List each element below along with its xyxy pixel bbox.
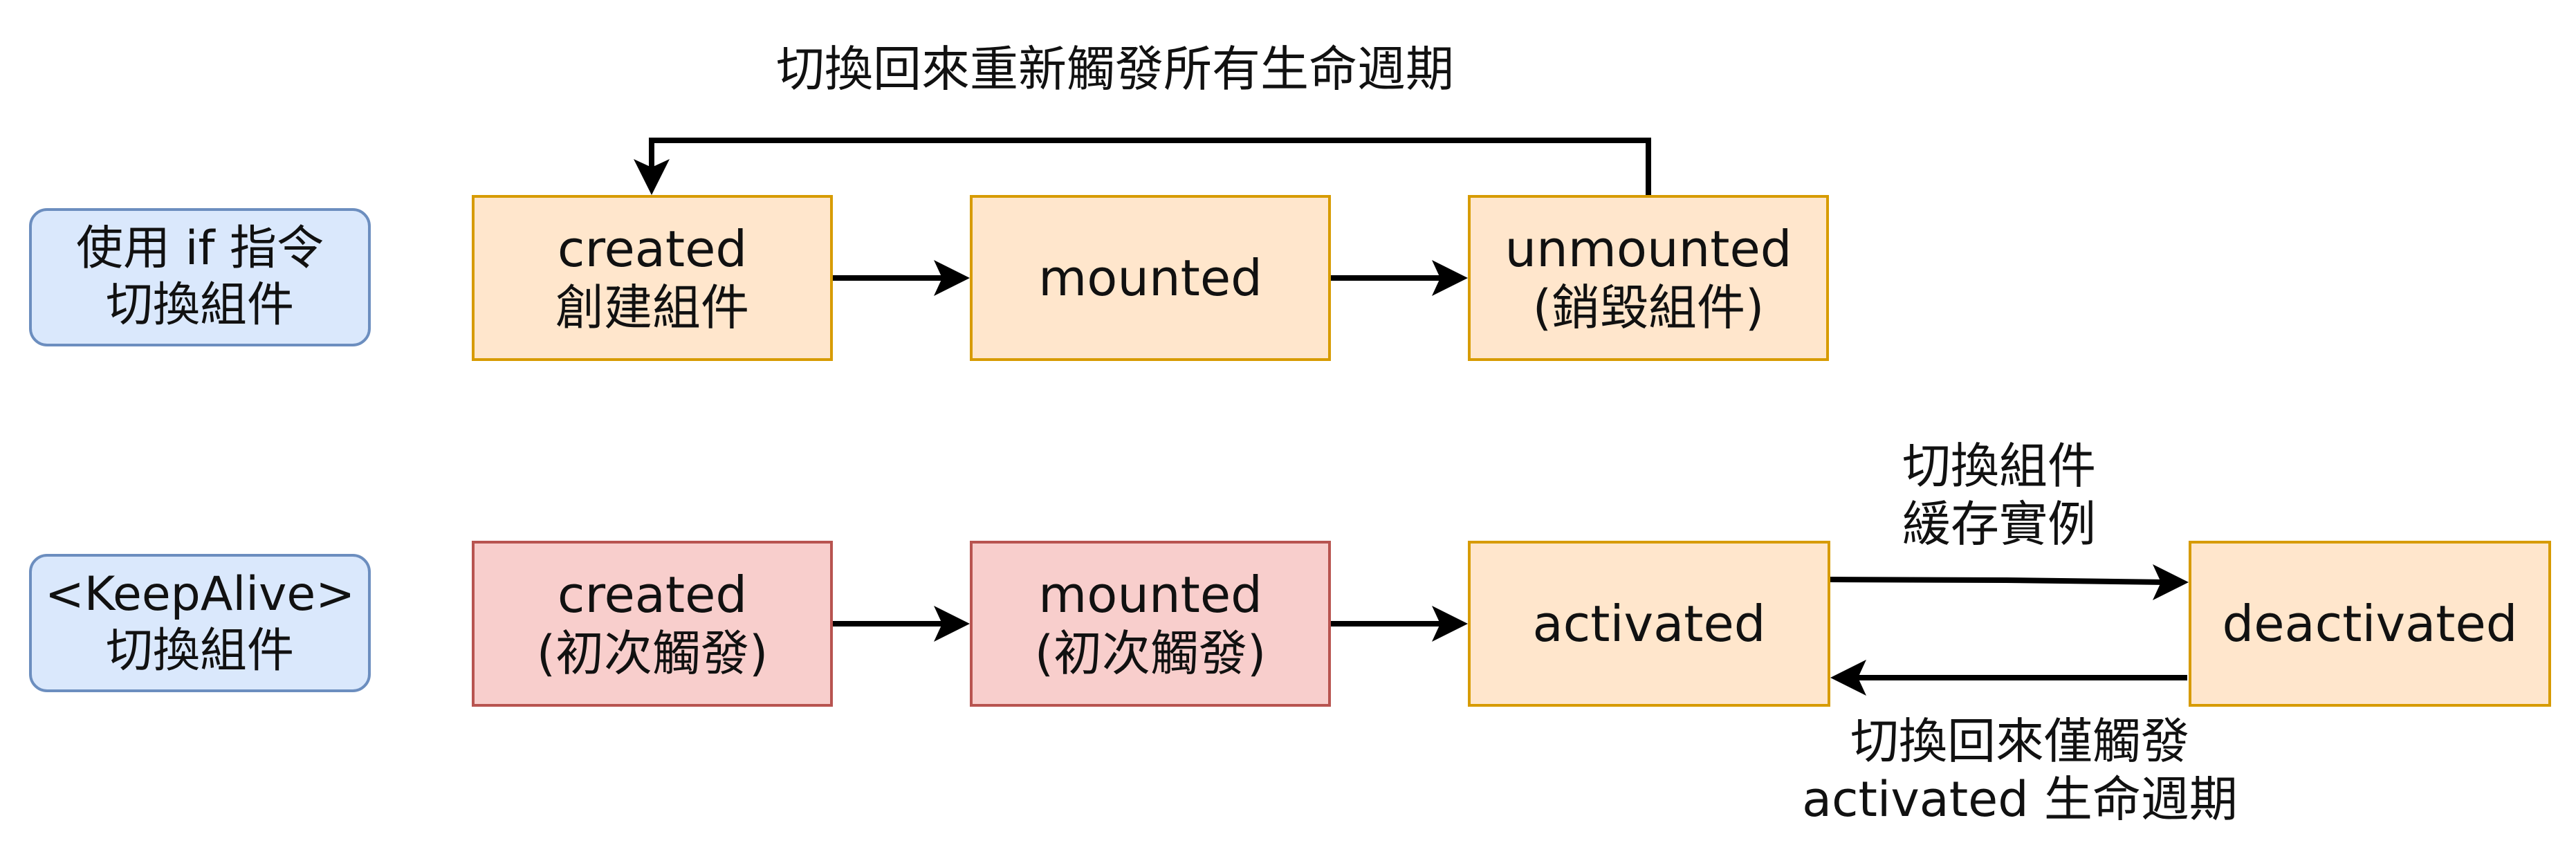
- keepalive-label-line1: <KeepAlive>: [44, 567, 356, 622]
- cache-caption-line1: 切換組件: [1902, 438, 2096, 494]
- arrow-activated-to-deactivated: [1830, 564, 2189, 600]
- unmounted-node-subtitle: (銷毀組件): [1532, 279, 1765, 337]
- mounted-node-title: mounted: [1038, 248, 1262, 307]
- activated-only-caption-line1: 切換回來僅觸發: [1850, 713, 2189, 770]
- created-node: created 創建組件: [472, 195, 833, 361]
- mounted-first-node-subtitle: (初次觸發): [1034, 625, 1267, 683]
- created-first-node-title: created: [557, 565, 748, 624]
- activated-only-caption: 切換回來僅觸發 activated 生命週期: [1771, 712, 2269, 828]
- deactivated-node-title: deactivated: [2222, 594, 2518, 653]
- arrow-mounted-to-unmounted: [1331, 260, 1468, 296]
- keepalive-row-label: <KeepAlive> 切換組件: [29, 554, 371, 692]
- mounted-node: mounted: [970, 195, 1331, 361]
- mounted-first-node-title: mounted: [1038, 565, 1262, 624]
- if-directive-label-line1: 使用 if 指令: [75, 221, 324, 277]
- arrow-created-to-mounted-keepalive: [833, 606, 970, 642]
- if-directive-label-line2: 切換組件: [105, 278, 294, 333]
- arrow-mounted-to-activated: [1331, 606, 1468, 642]
- cache-caption-line2: 緩存實例: [1902, 496, 2096, 553]
- keepalive-label-line2: 切換組件: [105, 624, 294, 678]
- unmounted-node-title: unmounted: [1505, 219, 1792, 278]
- activated-only-caption-line2: activated 生命週期: [1802, 771, 2238, 828]
- created-first-node: created (初次觸發): [472, 541, 833, 707]
- arrow-created-to-mounted: [833, 260, 970, 296]
- deactivated-node: deactivated: [2189, 541, 2551, 707]
- loop-caption: 切換回來重新觸發所有生命週期: [776, 41, 1454, 98]
- activated-node: activated: [1468, 541, 1830, 707]
- cache-instance-caption: 切換組件 緩存實例: [1854, 437, 2144, 553]
- if-directive-row-label: 使用 if 指令 切換組件: [29, 208, 371, 346]
- unmounted-node: unmounted (銷毀組件): [1468, 195, 1829, 361]
- created-first-node-subtitle: (初次觸發): [536, 625, 769, 683]
- mounted-first-node: mounted (初次觸發): [970, 541, 1331, 707]
- activated-node-title: activated: [1532, 594, 1766, 653]
- arrow-deactivated-to-activated: [1830, 660, 2187, 696]
- created-node-subtitle: 創建組件: [555, 279, 749, 337]
- arrow-unmounted-loop-to-created: [634, 138, 1651, 195]
- created-node-title: created: [557, 219, 748, 278]
